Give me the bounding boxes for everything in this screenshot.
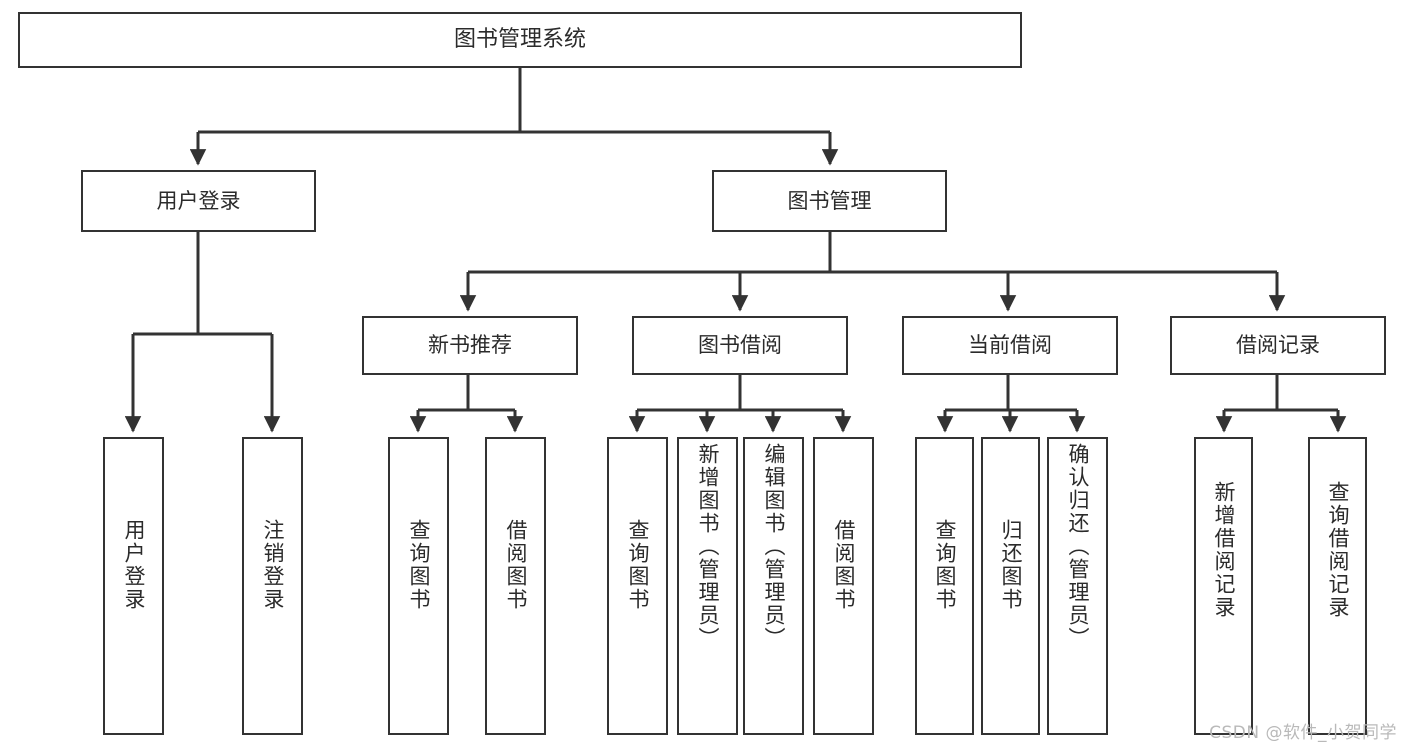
node-leaf-confirm-return[interactable]: 确认归还（管理员） [1047,437,1108,735]
node-book-management-system[interactable]: 图书管理系统 [18,12,1022,68]
node-label: 图书管理系统 [453,27,586,53]
node-leaf-borrow-book-1[interactable]: 借阅图书 [485,437,546,735]
node-label: 借阅记录 [1236,333,1320,358]
node-label: 查询借阅记录 [1326,481,1350,619]
node-leaf-return-book[interactable]: 归还图书 [981,437,1040,735]
node-current-borrow[interactable]: 当前借阅 [902,316,1118,375]
node-leaf-query-book-1[interactable]: 查询图书 [388,437,449,735]
node-label: 注销登录 [261,519,285,611]
node-user-login[interactable]: 用户登录 [81,170,316,232]
node-label: 图书管理 [787,188,872,213]
node-leaf-logout-login[interactable]: 注销登录 [242,437,303,735]
node-label: 用户登录 [156,188,241,213]
node-label: 借阅图书 [504,519,528,611]
node-leaf-add-book[interactable]: 新增图书（管理员） [677,437,738,735]
node-book-borrow[interactable]: 图书借阅 [632,316,848,375]
node-leaf-user-login[interactable]: 用户登录 [103,437,164,735]
node-label: 新书推荐 [428,333,512,358]
node-label: 编辑图书（管理员） [762,443,786,650]
node-label: 查询图书 [626,519,650,611]
node-book-manage[interactable]: 图书管理 [712,170,947,232]
node-new-book-recommend[interactable]: 新书推荐 [362,316,578,375]
node-leaf-query-book-2[interactable]: 查询图书 [607,437,668,735]
node-label: 确认归还（管理员） [1066,443,1090,650]
node-label: 图书借阅 [698,333,782,358]
node-leaf-edit-book[interactable]: 编辑图书（管理员） [743,437,804,735]
node-leaf-query-book-3[interactable]: 查询图书 [915,437,974,735]
node-label: 借阅图书 [832,519,856,611]
node-label: 当前借阅 [968,333,1052,358]
node-leaf-query-record[interactable]: 查询借阅记录 [1308,437,1367,735]
node-leaf-borrow-book-2[interactable]: 借阅图书 [813,437,874,735]
node-label: 查询图书 [933,519,957,611]
node-label: 新增借阅记录 [1212,481,1236,619]
node-leaf-add-record[interactable]: 新增借阅记录 [1194,437,1253,735]
node-label: 新增图书（管理员） [696,443,720,650]
node-label: 用户登录 [122,519,146,611]
node-borrow-record[interactable]: 借阅记录 [1170,316,1386,375]
node-label: 归还图书 [999,519,1023,611]
node-label: 查询图书 [407,519,431,611]
